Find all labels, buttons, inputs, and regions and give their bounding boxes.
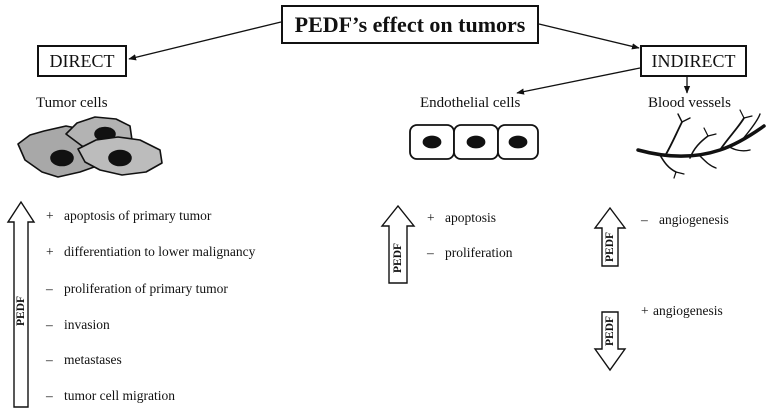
- vessels-pedf-down-arrow: [593, 311, 627, 372]
- direct-effect-item: –tumor cell migration: [46, 388, 175, 403]
- vessels-pedf-up-arrow: [593, 206, 627, 267]
- vessels-down-pedf-label: PEDF: [604, 315, 616, 346]
- blood-vessels-label: Blood vessels: [648, 95, 731, 111]
- tumor-cells-label: Tumor cells: [36, 95, 108, 111]
- blood-vessels-icon: [636, 109, 766, 179]
- direct-effect-item: –metastases: [46, 352, 122, 367]
- endothelial-pedf-label: PEDF: [392, 242, 404, 273]
- direct-box: DIRECT: [37, 45, 127, 77]
- direct-effect-item: –proliferation of primary tumor: [46, 281, 228, 296]
- direct-effect-item: +apoptosis of primary tumor: [46, 208, 212, 223]
- vessels-up-effect-item: –angiogenesis: [641, 212, 729, 227]
- endothelial-pedf-up-arrow: [380, 204, 416, 284]
- direct-effect-item: +differentiation to lower malignancy: [46, 244, 256, 259]
- vessels-up-pedf-label: PEDF: [604, 231, 616, 262]
- indirect-box: INDIRECT: [640, 45, 747, 77]
- endothelial-effect-item: +apoptosis: [427, 210, 497, 225]
- indirect-to-endothelial-arrow: [516, 67, 641, 95]
- endothelial-effect-item: –proliferation: [427, 245, 513, 260]
- tumor-cells-icon: [17, 116, 163, 178]
- vessels-down-effect-item: +angiogenesis: [641, 303, 723, 318]
- direct-effect-item: –invasion: [46, 317, 110, 332]
- endothelial-cells-label: Endothelial cells: [420, 95, 521, 111]
- title-to-indirect-arrow: [538, 23, 640, 50]
- endothelial-cells-icon: [409, 124, 539, 160]
- title-box: PEDF’s effect on tumors: [281, 5, 539, 44]
- direct-pedf-up-arrow: [6, 200, 36, 408]
- title-to-direct-arrow: [128, 21, 282, 61]
- direct-pedf-label: PEDF: [15, 295, 27, 326]
